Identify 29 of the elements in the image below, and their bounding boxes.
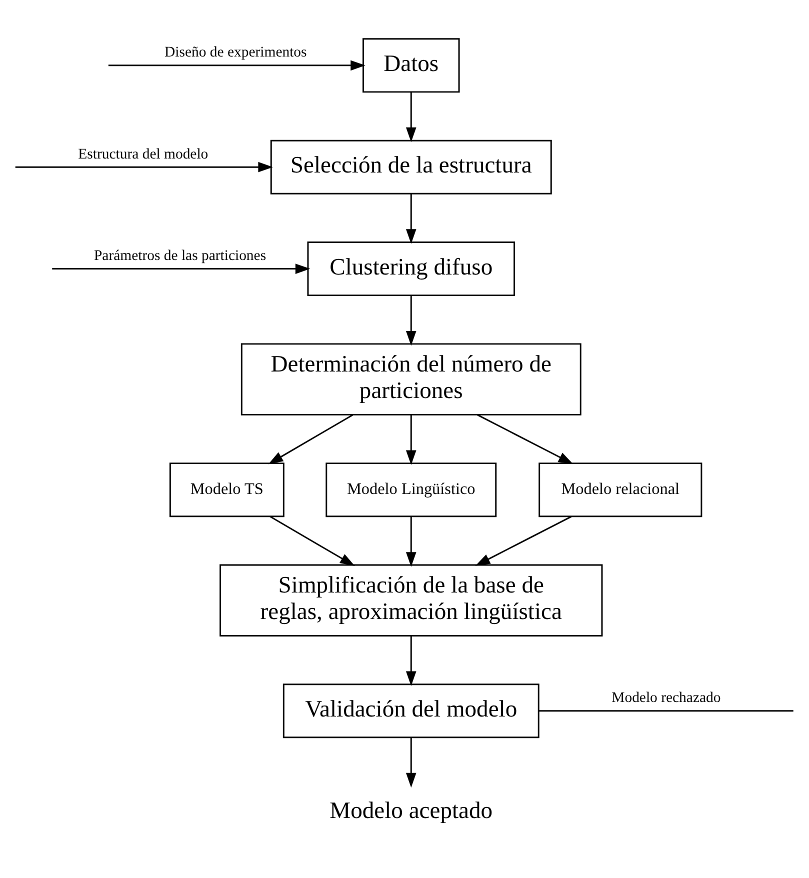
arrow [406, 738, 416, 788]
arrow [108, 60, 366, 71]
arrow [52, 264, 310, 274]
arrow [406, 414, 416, 465]
node-box: Determinación del número de particiones [240, 343, 582, 416]
node-box: Validación del modelo [282, 684, 540, 738]
node-box: Selección de la estructura [270, 140, 552, 194]
node-box: Datos [362, 38, 460, 93]
arrow [270, 516, 355, 566]
edge-label: Modelo rechazado [612, 690, 721, 706]
arrow [406, 516, 416, 567]
arrow [268, 414, 354, 464]
node-box: Modelo relacional [538, 462, 702, 518]
node-text: Modelo aceptado [330, 798, 493, 824]
node-box: Simplificación de la base de reglas, aproximación lingüística [220, 564, 603, 636]
arrow [406, 194, 416, 244]
edge-label: Estructura del modelo [78, 146, 208, 162]
arrow [406, 636, 416, 686]
edge-label: Diseño de experimentos [164, 44, 307, 61]
arrow [406, 92, 416, 142]
connector [538, 710, 794, 712]
node-box: Modelo TS [169, 462, 284, 518]
arrow [15, 162, 273, 172]
arrow [406, 296, 416, 346]
node-box: Modelo Lingüístico [326, 462, 497, 518]
edge-label: Parámetros de las particiones [94, 248, 266, 264]
arrow [477, 414, 574, 464]
arrow [475, 516, 572, 566]
node-box: Clustering difuso [307, 242, 516, 296]
